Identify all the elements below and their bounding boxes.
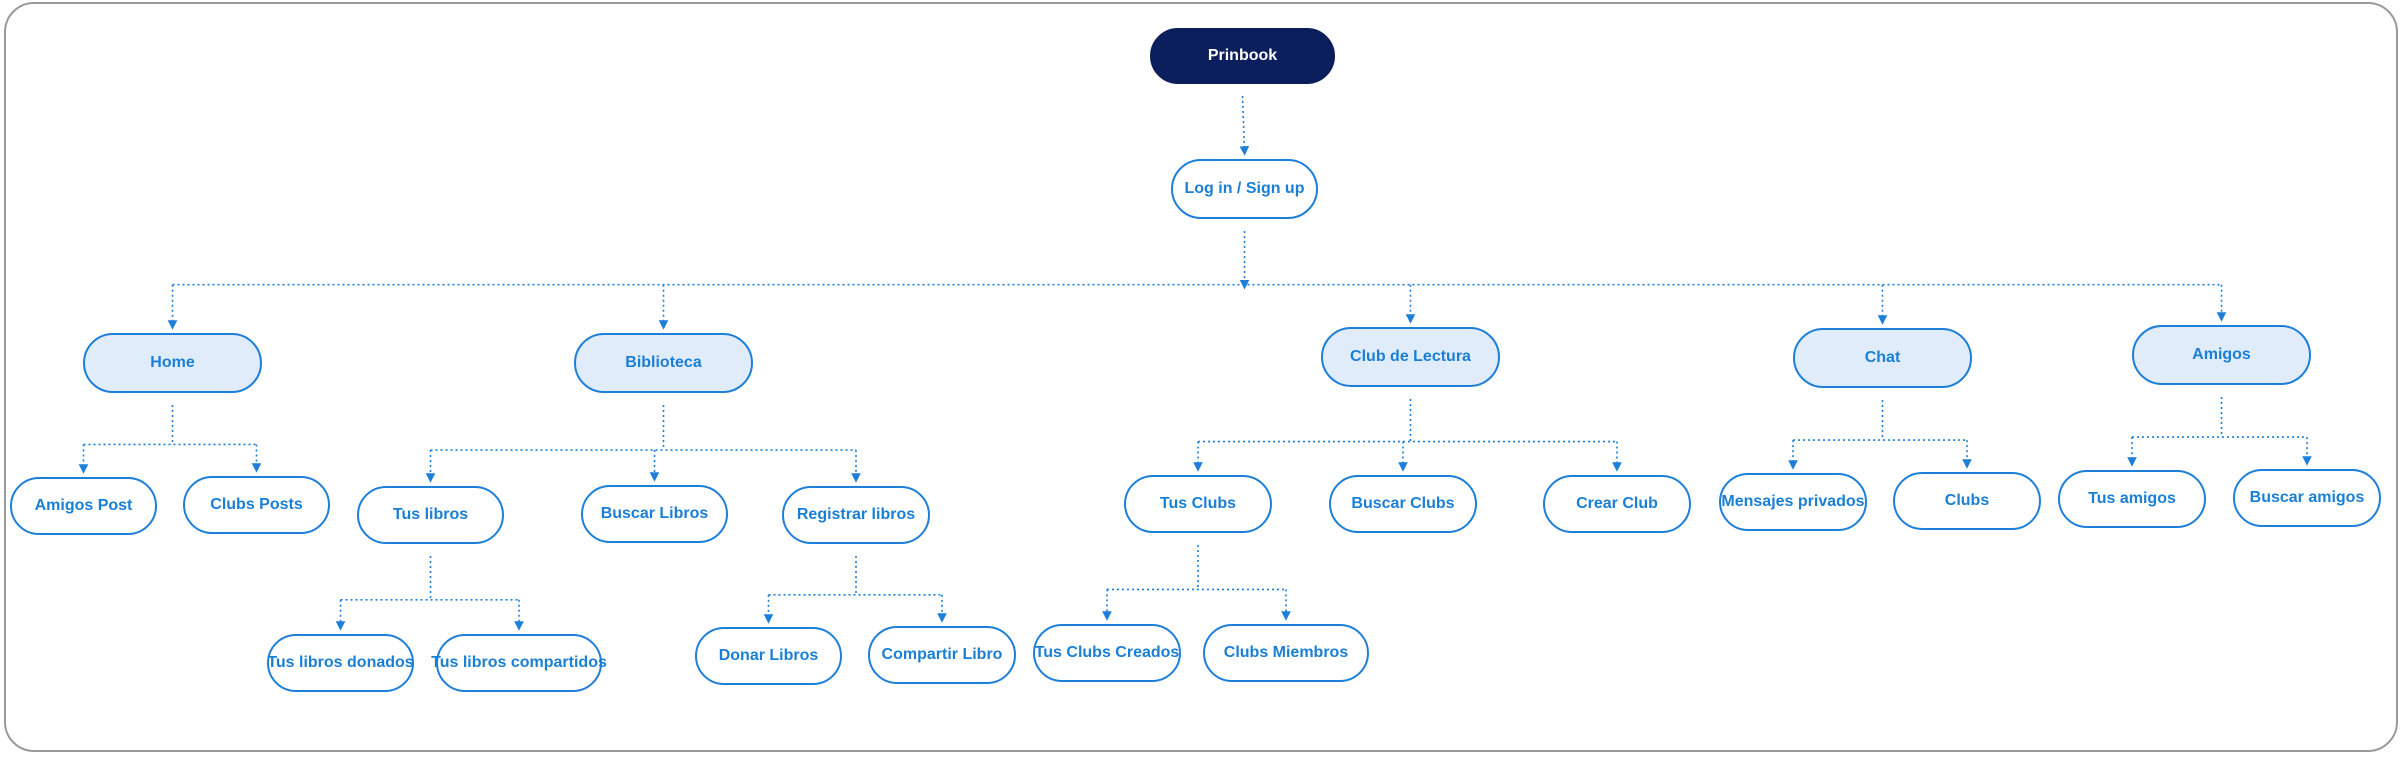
node-tus-amigos[interactable]: Tus amigos (2058, 470, 2206, 528)
node-clubs[interactable]: Clubs (1893, 472, 2041, 530)
node-biblioteca[interactable]: Biblioteca (574, 333, 753, 393)
diagram-frame (4, 2, 2398, 752)
node-tus-clubs-creados[interactable]: Tus Clubs Creados (1033, 624, 1181, 682)
node-mensajes-privados[interactable]: Mensajes privados (1719, 473, 1867, 531)
node-clubs-miembros[interactable]: Clubs Miembros (1203, 624, 1369, 682)
node-compartir-libro[interactable]: Compartir Libro (868, 626, 1016, 684)
node-login-sign-up[interactable]: Log in / Sign up (1171, 159, 1318, 219)
node-prinbook[interactable]: Prinbook (1150, 28, 1335, 84)
node-buscar-clubs[interactable]: Buscar Clubs (1329, 475, 1477, 533)
node-club-de-lectura[interactable]: Club de Lectura (1321, 327, 1500, 387)
node-donar-libros[interactable]: Donar Libros (695, 627, 842, 685)
node-tus-libros-compartidos[interactable]: Tus libros compartidos (431, 634, 607, 692)
node-buscar-amigos[interactable]: Buscar amigos (2233, 469, 2381, 527)
node-tus-libros[interactable]: Tus libros (357, 486, 504, 544)
connector-prinbook-login (1239, 95, 1250, 156)
node-clubs-posts[interactable]: Clubs Posts (183, 476, 330, 534)
node-registrar-libros[interactable]: Registrar libros (782, 486, 930, 544)
node-home[interactable]: Home (83, 333, 262, 393)
node-tus-libros-donados[interactable]: Tus libros donados (267, 634, 414, 692)
node-tus-clubs[interactable]: Tus Clubs (1124, 475, 1272, 533)
node-chat[interactable]: Chat (1793, 328, 1972, 388)
node-amigos[interactable]: Amigos (2132, 325, 2311, 385)
node-buscar-libros[interactable]: Buscar Libros (581, 485, 728, 543)
node-amigos-post[interactable]: Amigos Post (10, 477, 157, 535)
node-crear-club[interactable]: Crear Club (1543, 475, 1691, 533)
